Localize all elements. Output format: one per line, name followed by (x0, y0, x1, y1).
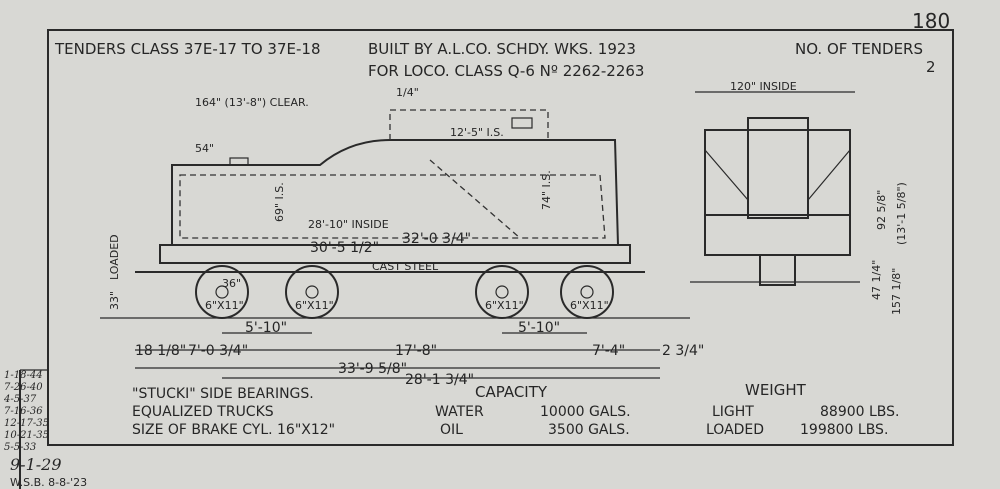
cast-steel: CAST STEEL (372, 260, 439, 273)
no-of-tenders-label: NO. OF TENDERS (795, 40, 923, 58)
capacity-water-value: 10000 GALS. (540, 404, 631, 420)
dim-inside: 28'-10" INSIDE (308, 218, 389, 231)
weight-loaded-value: 199800 LBS. (800, 422, 888, 438)
drawn-by: W.S.B. 8-8-'23 (10, 476, 87, 489)
bottom-dim-5: 5'-10" (518, 320, 560, 336)
end-inside: 120" INSIDE (730, 80, 797, 93)
original-date: 9-1-29 (10, 455, 62, 474)
dim-33: 33" (108, 291, 121, 310)
capacity-oil-name: OIL (440, 422, 463, 438)
revision-4: 7-16-36 (4, 406, 43, 417)
journal-2: 6"X11" (295, 299, 334, 312)
dim-tank-is: 12'-5" I.S. (450, 126, 504, 139)
dim-69: 69" I.S. (273, 182, 286, 222)
bottom-dim-2: 7'-0 3/4" (188, 343, 248, 359)
weight-light-name: LIGHT (712, 404, 754, 420)
wheel-diameter: 36" (222, 277, 241, 290)
journal-3: 6"X11" (485, 299, 524, 312)
end-dim-92: 92 5/8" (875, 190, 888, 230)
capacity-label: CAPACITY (475, 383, 548, 401)
end-dim-157: 157 1/8" (890, 268, 903, 315)
drawing-border (47, 29, 954, 446)
bottom-dim-7: 2 3/4" (662, 343, 704, 359)
capacity-oil-value: 3500 GALS. (548, 422, 630, 438)
weight-loaded-name: LOADED (706, 422, 764, 438)
tender-side-view (100, 109, 690, 319)
revision-2: 7-26-40 (4, 382, 43, 393)
loaded-label: LOADED (108, 234, 121, 280)
dim-quarter: 1/4" (396, 86, 419, 99)
revision-6: 10-21-35 (4, 430, 49, 441)
end-dim-47: 47 1/4" (870, 260, 883, 300)
journal-4: 6"X11" (570, 299, 609, 312)
end-dim-13: (13'-1 5/8") (895, 182, 908, 245)
bottom-dim-9: 28'-1 3/4" (405, 372, 474, 388)
sheet-number: 180 (912, 9, 950, 33)
tenders-class: TENDERS CLASS 37E-17 TO 37E-18 (54, 40, 320, 58)
note-trucks: EQUALIZED TRUCKS (132, 404, 274, 420)
revision-1: 1-18-44 (4, 370, 43, 381)
weight-light-value: 88900 LBS. (820, 404, 899, 420)
dim-clear: 164" (13'-8") CLEAR. (195, 96, 309, 109)
dim-74: 74" I.S. (540, 170, 553, 210)
dim-30: 30'-5 1/2" (310, 240, 379, 256)
revision-7: 5-5-33 (4, 442, 36, 453)
bottom-dim-1: 18 1/8" (135, 343, 186, 359)
note-side-bearings: "STUCKI" SIDE BEARINGS. (132, 386, 314, 402)
no-of-tenders-value: 2 (926, 58, 936, 76)
dim-32: 32'-0 3/4" (402, 231, 471, 247)
for-loco: FOR LOCO. CLASS Q-6 Nº 2262-2263 (368, 62, 644, 80)
built-by: BUILT BY A.L.CO. SCHDY. WKS. 1923 (368, 40, 636, 58)
bottom-dim-3: 5'-10" (245, 320, 287, 336)
bottom-dim-8: 33'-9 5/8" (338, 361, 407, 377)
revision-3: 4-5-37 (3, 394, 37, 405)
bottom-dim-4: 17'-8" (395, 343, 437, 359)
bottom-dim-6: 7'-4" (592, 343, 625, 359)
revision-5: 12-17-35 (4, 418, 49, 429)
dim-54: 54" (195, 142, 214, 155)
capacity-water-name: WATER (435, 404, 484, 420)
note-brake: SIZE OF BRAKE CYL. 16"X12" (132, 422, 335, 438)
weight-label: WEIGHT (745, 381, 807, 399)
journal-1: 6"X11" (205, 299, 244, 312)
dimension-lines (135, 332, 660, 379)
tender-end-view (690, 91, 860, 286)
